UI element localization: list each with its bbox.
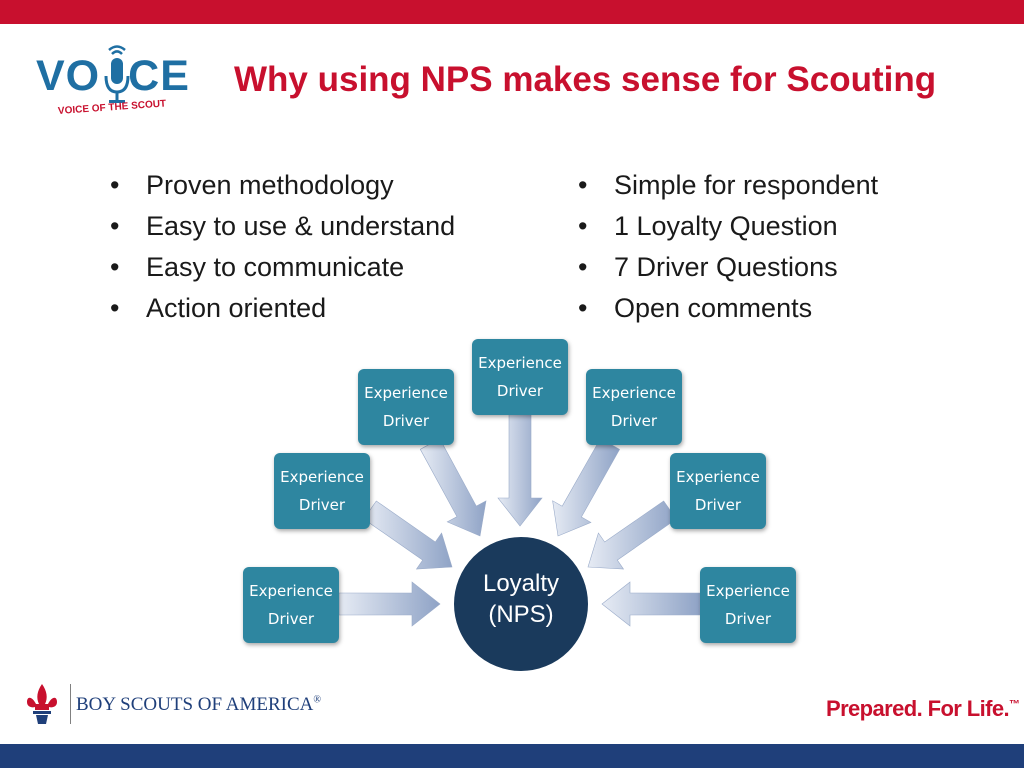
experience-driver-box: Experience Driver	[586, 369, 682, 445]
experience-driver-box: Experience Driver	[358, 369, 454, 445]
driver-arrow	[363, 500, 453, 570]
driver-label-line1: Experience	[676, 468, 760, 486]
bullet-item: Proven methodology	[108, 165, 455, 206]
bullet-list-right: Simple for respondent 1 Loyalty Question…	[576, 165, 878, 329]
driver-label-line2: Driver	[267, 610, 315, 628]
loyalty-hub-circle	[452, 535, 590, 673]
driver-arrow	[587, 500, 677, 570]
bullet-item: 1 Loyalty Question	[576, 206, 878, 247]
bullet-item: Easy to communicate	[108, 247, 455, 288]
driver-label-line2: Driver	[382, 412, 430, 430]
trademark-mark: ™	[1008, 698, 1020, 711]
bsa-org-name: BOY SCOUTS OF AMERICA®	[76, 694, 321, 716]
experience-driver-box: Experience Driver	[274, 453, 370, 529]
experience-driver-box: Experience Driver	[472, 339, 568, 415]
driver-arrow	[497, 413, 543, 527]
registered-mark: ®	[313, 694, 321, 706]
bullet-item: Open comments	[576, 288, 878, 329]
bsa-logo: BOY SCOUTS OF AMERICA®	[24, 682, 324, 730]
driver-arrow	[419, 438, 487, 537]
slogan-text: Prepared. For Life.	[826, 696, 1010, 721]
voice-logo: VOICE VOICE OF THE SCOUT	[36, 40, 206, 126]
experience-driver-box: Experience Driver	[700, 567, 796, 643]
slogan: Prepared. For Life.™	[826, 696, 1020, 722]
driver-label-line2: Driver	[724, 610, 772, 628]
experience-driver-box: Experience Driver	[670, 453, 766, 529]
driver-arrow	[338, 581, 441, 627]
driver-label-line2: Driver	[610, 412, 658, 430]
bsa-divider	[70, 684, 71, 724]
driver-label-line2: Driver	[298, 496, 346, 514]
hub-label-line1: Loyalty	[482, 570, 560, 597]
bottom-blue-bar	[0, 744, 1024, 768]
bullet-item: Easy to use & understand	[108, 206, 455, 247]
driver-label-line1: Experience	[706, 582, 790, 600]
bsa-name-text: BOY SCOUTS OF AMERICA	[76, 694, 314, 715]
driver-label-line2: Driver	[496, 382, 544, 400]
driver-arrow	[601, 581, 701, 627]
bullet-item: Action oriented	[108, 288, 455, 329]
driver-label-line1: Experience	[592, 384, 676, 402]
top-red-bar	[0, 0, 1024, 24]
bullet-item: 7 Driver Questions	[576, 247, 878, 288]
voice-logo-text: VOICE	[36, 52, 190, 100]
driver-label-line2: Driver	[694, 496, 742, 514]
bullet-item: Simple for respondent	[576, 165, 878, 206]
microphone-icon	[104, 45, 130, 103]
experience-driver-box: Experience Driver	[243, 567, 339, 643]
hub-label-line2: (NPS)	[488, 601, 554, 628]
driver-arrow	[552, 438, 621, 537]
driver-label-line1: Experience	[364, 384, 448, 402]
driver-label-line1: Experience	[249, 582, 333, 600]
loyalty-hub-label: Loyalty (NPS)	[456, 568, 586, 630]
bullet-list-left: Proven methodology Easy to use & underst…	[108, 165, 455, 329]
driver-label-line1: Experience	[478, 354, 562, 372]
arrow-group	[338, 413, 701, 627]
fleur-de-lis-icon	[27, 684, 57, 724]
driver-label-line1: Experience	[280, 468, 364, 486]
slide-title: Why using NPS makes sense for Scouting	[234, 60, 937, 99]
